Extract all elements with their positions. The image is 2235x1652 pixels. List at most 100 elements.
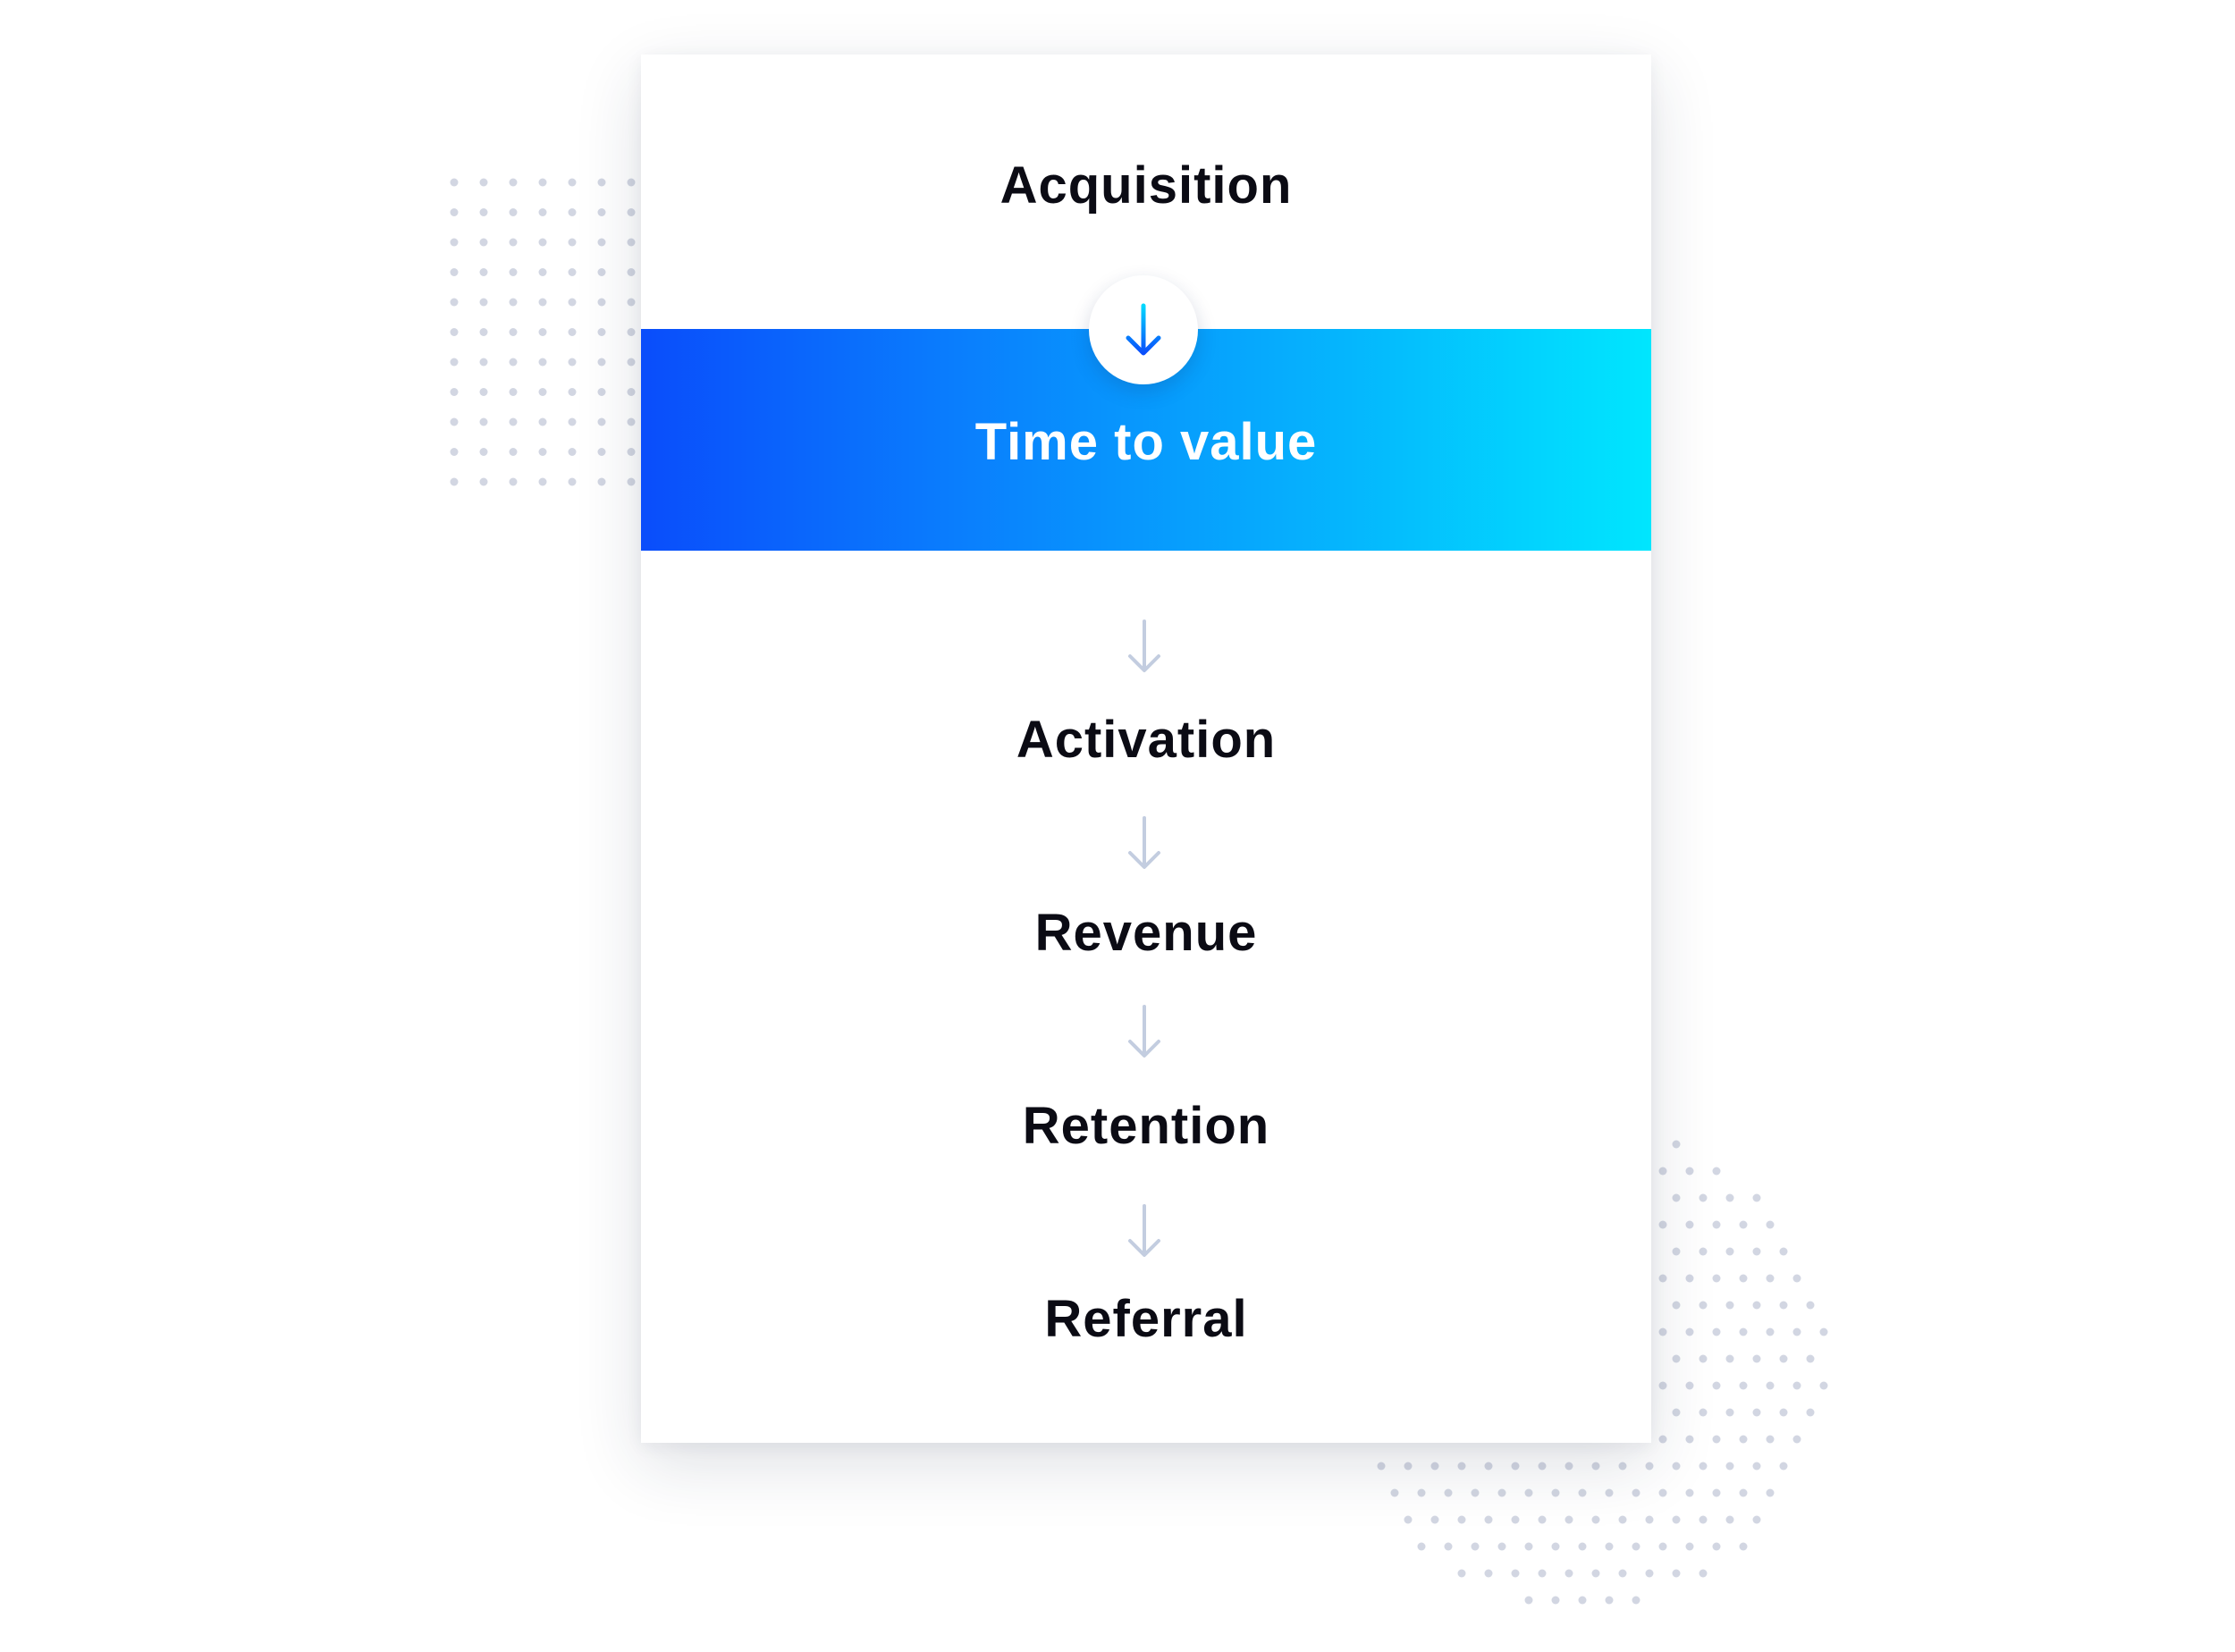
decorative-dot <box>450 358 459 367</box>
stage-retention: Retention <box>1022 1097 1270 1155</box>
decorative-dot <box>568 268 577 276</box>
decorative-dot <box>1417 1488 1426 1497</box>
decorative-dot <box>1551 1542 1560 1551</box>
decorative-dot <box>1564 1515 1573 1524</box>
arrow-down-icon <box>1128 620 1160 672</box>
decorative-dot <box>627 417 636 426</box>
decorative-dot <box>627 208 636 216</box>
decorative-dot <box>1752 1408 1761 1417</box>
decorative-dot <box>1792 1381 1801 1390</box>
decorative-dot <box>1538 1515 1547 1524</box>
decorative-dot <box>1605 1542 1614 1551</box>
decorative-dot <box>509 477 518 486</box>
decorative-dot <box>1511 1569 1520 1578</box>
decorative-dot <box>1725 1408 1734 1417</box>
decorative-dot <box>1752 1301 1761 1310</box>
decorative-dot <box>1417 1542 1426 1551</box>
decorative-dot-circle-right <box>1377 1140 1828 1605</box>
decorative-dot <box>1511 1462 1520 1471</box>
decorative-dot <box>1766 1274 1775 1283</box>
decorative-dot <box>627 388 636 396</box>
decorative-dot <box>1538 1569 1547 1578</box>
decorative-dot <box>1725 1354 1734 1363</box>
decorative-dot <box>509 178 518 187</box>
decorative-dot <box>1524 1488 1533 1497</box>
decorative-dot <box>1712 1435 1721 1444</box>
arrow-down-icon <box>1128 816 1160 869</box>
decorative-dot <box>1685 1542 1694 1551</box>
decorative-dot <box>1605 1488 1614 1497</box>
decorative-dot <box>1725 1247 1734 1256</box>
decorative-dot-grid-left <box>450 178 636 486</box>
decorative-dot <box>597 358 606 367</box>
decorative-dot <box>479 388 488 396</box>
decorative-dot <box>450 208 459 216</box>
decorative-dot <box>538 268 547 276</box>
arrow-down-icon <box>1126 303 1161 356</box>
decorative-dot <box>1658 1167 1667 1176</box>
decorative-dot <box>479 298 488 307</box>
decorative-dot <box>1739 1328 1748 1336</box>
decorative-dot <box>1725 1515 1734 1524</box>
decorative-dot <box>479 417 488 426</box>
decorative-dot <box>1725 1301 1734 1310</box>
decorative-dot <box>1672 1515 1681 1524</box>
decorative-dot <box>1645 1462 1654 1471</box>
decorative-dot <box>1404 1515 1413 1524</box>
decorative-dot <box>1699 1569 1708 1578</box>
decorative-dot <box>1752 1354 1761 1363</box>
decorative-dot <box>1752 1247 1761 1256</box>
decorative-dot <box>568 238 577 247</box>
highlight-arrow-badge <box>1089 275 1198 384</box>
decorative-dot <box>1819 1328 1828 1336</box>
decorative-dot <box>1524 1542 1533 1551</box>
decorative-dot <box>1766 1381 1775 1390</box>
decorative-dot <box>479 477 488 486</box>
decorative-dot <box>1725 1193 1734 1202</box>
decorative-dot <box>627 477 636 486</box>
decorative-dot <box>1591 1569 1600 1578</box>
decorative-dot <box>509 448 518 456</box>
decorative-dot <box>538 328 547 336</box>
decorative-dot <box>597 208 606 216</box>
decorative-dot <box>450 238 459 247</box>
decorative-dot <box>597 268 606 276</box>
decorative-dot <box>1739 1542 1748 1551</box>
decorative-dot <box>597 388 606 396</box>
decorative-dot <box>538 448 547 456</box>
funnel-card: Acquisition Time to value Activation <box>641 55 1651 1443</box>
decorative-dot <box>1739 1274 1748 1283</box>
decorative-dot <box>568 328 577 336</box>
decorative-dot <box>1578 1596 1587 1605</box>
decorative-dot <box>1658 1381 1667 1390</box>
decorative-dot <box>1484 1569 1493 1578</box>
decorative-dot <box>1672 1462 1681 1471</box>
decorative-dot <box>597 238 606 247</box>
decorative-dot <box>568 477 577 486</box>
decorative-dot <box>1672 1354 1681 1363</box>
decorative-dot <box>627 238 636 247</box>
decorative-dot <box>1551 1596 1560 1605</box>
decorative-dot <box>450 477 459 486</box>
decorative-dot <box>538 298 547 307</box>
decorative-dot <box>1632 1596 1640 1605</box>
decorative-dot <box>450 388 459 396</box>
decorative-dot <box>1591 1515 1600 1524</box>
decorative-dot <box>538 358 547 367</box>
decorative-dot <box>479 268 488 276</box>
decorative-dot <box>1739 1381 1748 1390</box>
stage-referral: Referral <box>1044 1290 1248 1348</box>
decorative-dot <box>1779 1408 1788 1417</box>
decorative-dot <box>597 178 606 187</box>
decorative-dot <box>1390 1488 1399 1497</box>
decorative-dot <box>1672 1301 1681 1310</box>
decorative-dot <box>450 178 459 187</box>
decorative-dot <box>1712 1488 1721 1497</box>
decorative-dot <box>1819 1381 1828 1390</box>
decorative-dot <box>1712 1381 1721 1390</box>
decorative-dot <box>538 178 547 187</box>
decorative-dot <box>1712 1167 1721 1176</box>
decorative-dot <box>627 298 636 307</box>
decorative-dot <box>1605 1596 1614 1605</box>
decorative-dot <box>1699 1247 1708 1256</box>
